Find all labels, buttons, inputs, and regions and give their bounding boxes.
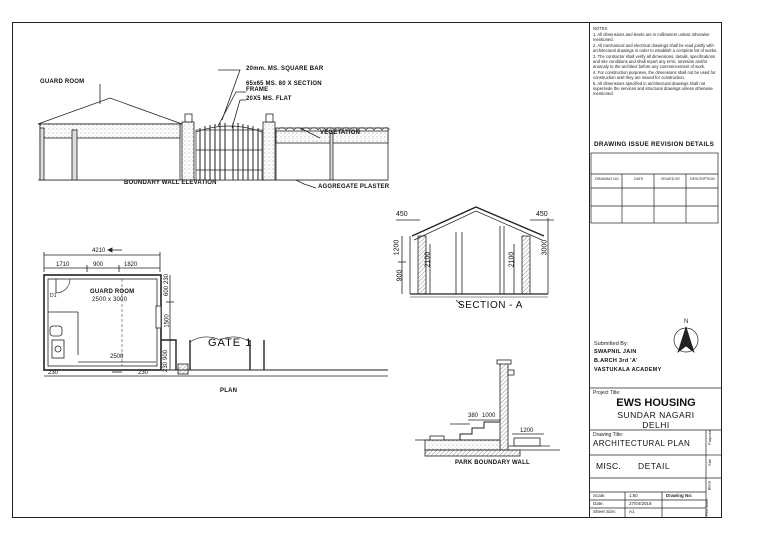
title-block-grid: [589, 152, 722, 517]
project-place-2: DELHI: [642, 420, 670, 430]
plan-dim-bottom-1: 230: [48, 370, 59, 376]
notes-block: NOTES 1. All dimensions and levels are i…: [593, 26, 719, 97]
section-title: SECTION - A: [458, 300, 523, 311]
revision-heading: DRAWING ISSUE REVISION DETAILS: [594, 141, 715, 148]
elevation-title: BOUNDARY WALL ELEVATION: [124, 180, 217, 186]
park-wall-title: PARK BOUNDARY WALL: [455, 460, 530, 466]
label-vegetation: VEGETATION: [320, 130, 361, 136]
plan-dim-side-3: 1500: [164, 314, 171, 328]
plan-gate-label: GATE 1: [208, 337, 253, 349]
label-square-bar: 20mm. MS. SQUARE BAR: [246, 66, 324, 72]
plan-dim-a: 1710: [56, 262, 70, 268]
submitted-course: B.ARCH 3rd 'A': [594, 358, 638, 364]
project-title-label: Project Title:: [593, 390, 621, 396]
plan-dim-side-1: 600: [164, 285, 171, 297]
side-site: Site: [706, 459, 712, 466]
label-frame: 65x65 MS. 80 X SECTION FRAME: [246, 81, 322, 93]
note-1: 1. All dimensions and levels are in mill…: [593, 32, 710, 42]
submitted-by-label: Submitted By:: [594, 341, 629, 347]
notes-heading: NOTES: [593, 26, 608, 31]
revision-col-drawing-no: DRAWING NO.: [595, 177, 620, 181]
park-dim-1: 380: [468, 413, 479, 419]
section-dim-h2: 2100: [424, 251, 432, 268]
scale-label: Scale:: [593, 493, 606, 498]
section-dim-h5: 3000: [541, 239, 549, 256]
plan-dim-side-2: 230: [164, 273, 171, 285]
label-aggregate-plaster: AGGREGATE PLASTER: [318, 184, 390, 190]
section-dim-h1: 1200: [393, 239, 401, 256]
submitted-college: VASTUKALA ACADEMY: [594, 367, 662, 373]
drawing-sub-1: MISC.: [596, 461, 622, 471]
sheet-size-label: Sheet Size:: [593, 509, 617, 514]
plan-dim-side-4: 900: [163, 349, 170, 361]
plan-dim-total: 4210: [92, 248, 106, 254]
revision-col-issued-by: ISSUED BY: [661, 177, 681, 181]
section-dim-right: 450: [536, 211, 548, 218]
park-boundary-wall: [415, 359, 560, 457]
section-dim-h4: 2100: [508, 251, 516, 268]
plan-dim-b: 900: [93, 262, 104, 268]
section-dim-h3: 900: [396, 269, 404, 282]
revision-col-description: DESCRIPTION: [690, 177, 715, 181]
date-value: 27/04/2018: [629, 501, 652, 506]
sheet-size-value: A1: [629, 509, 635, 514]
plan-dim-bottom-2: 230: [138, 370, 149, 376]
side-purpose: Purpose: [706, 430, 712, 445]
project-name: EWS HOUSING: [616, 397, 696, 409]
drawing-sub-2: DETAIL: [638, 461, 671, 471]
note-3: 3. The contractor shall verify all dimen…: [593, 54, 716, 69]
revision-col-date: DATE: [634, 177, 644, 181]
drawing-title-label: Drawing Title:: [593, 432, 624, 438]
note-2: 2. All mechanical and electrical drawing…: [593, 43, 718, 53]
scale-value: 1:50: [629, 493, 638, 498]
submitted-name: SWAPNIL JAIN: [594, 349, 637, 355]
project-place-1: SUNDAR NAGARI: [617, 410, 695, 420]
label-flat: 20X5 MS. FLAT: [246, 96, 292, 102]
plan-dim-side-5: 230: [163, 361, 170, 373]
plan-door-tag: D1: [50, 293, 57, 299]
plan-room-name: GUARD ROOM: [90, 289, 135, 295]
label-guard-room: GUARD ROOM: [40, 79, 85, 85]
drawing-sheet: [12, 22, 722, 518]
park-dim-2: 1000: [482, 413, 496, 419]
plan-dim-d: 2500: [110, 354, 124, 360]
side-block: Block: [706, 480, 712, 491]
plan-room-size: 2500 x 3000: [92, 297, 128, 303]
plan-title: PLAN: [220, 388, 238, 394]
north-label: N: [684, 319, 689, 325]
plan-dim-c: 1820: [124, 262, 138, 268]
title-block: NOTES 1. All dimensions and levels are i…: [589, 23, 721, 517]
note-5: 5. All dimensions specified in architect…: [593, 81, 713, 96]
guard-room-plan: [43, 247, 388, 377]
note-4: 4. For construction purposes, the dimens…: [593, 70, 716, 80]
date-label: Date:: [593, 501, 604, 506]
park-dim-3: 1200: [520, 428, 534, 434]
boundary-wall-elevation: [37, 69, 391, 189]
section-dim-left: 450: [396, 211, 408, 218]
section-a: [396, 206, 554, 307]
side-plot: Plot Stam: [704, 498, 710, 517]
drawing-title: ARCHITECTURAL PLAN: [593, 439, 691, 448]
drawing-no-label: Drawing No:: [666, 493, 693, 498]
